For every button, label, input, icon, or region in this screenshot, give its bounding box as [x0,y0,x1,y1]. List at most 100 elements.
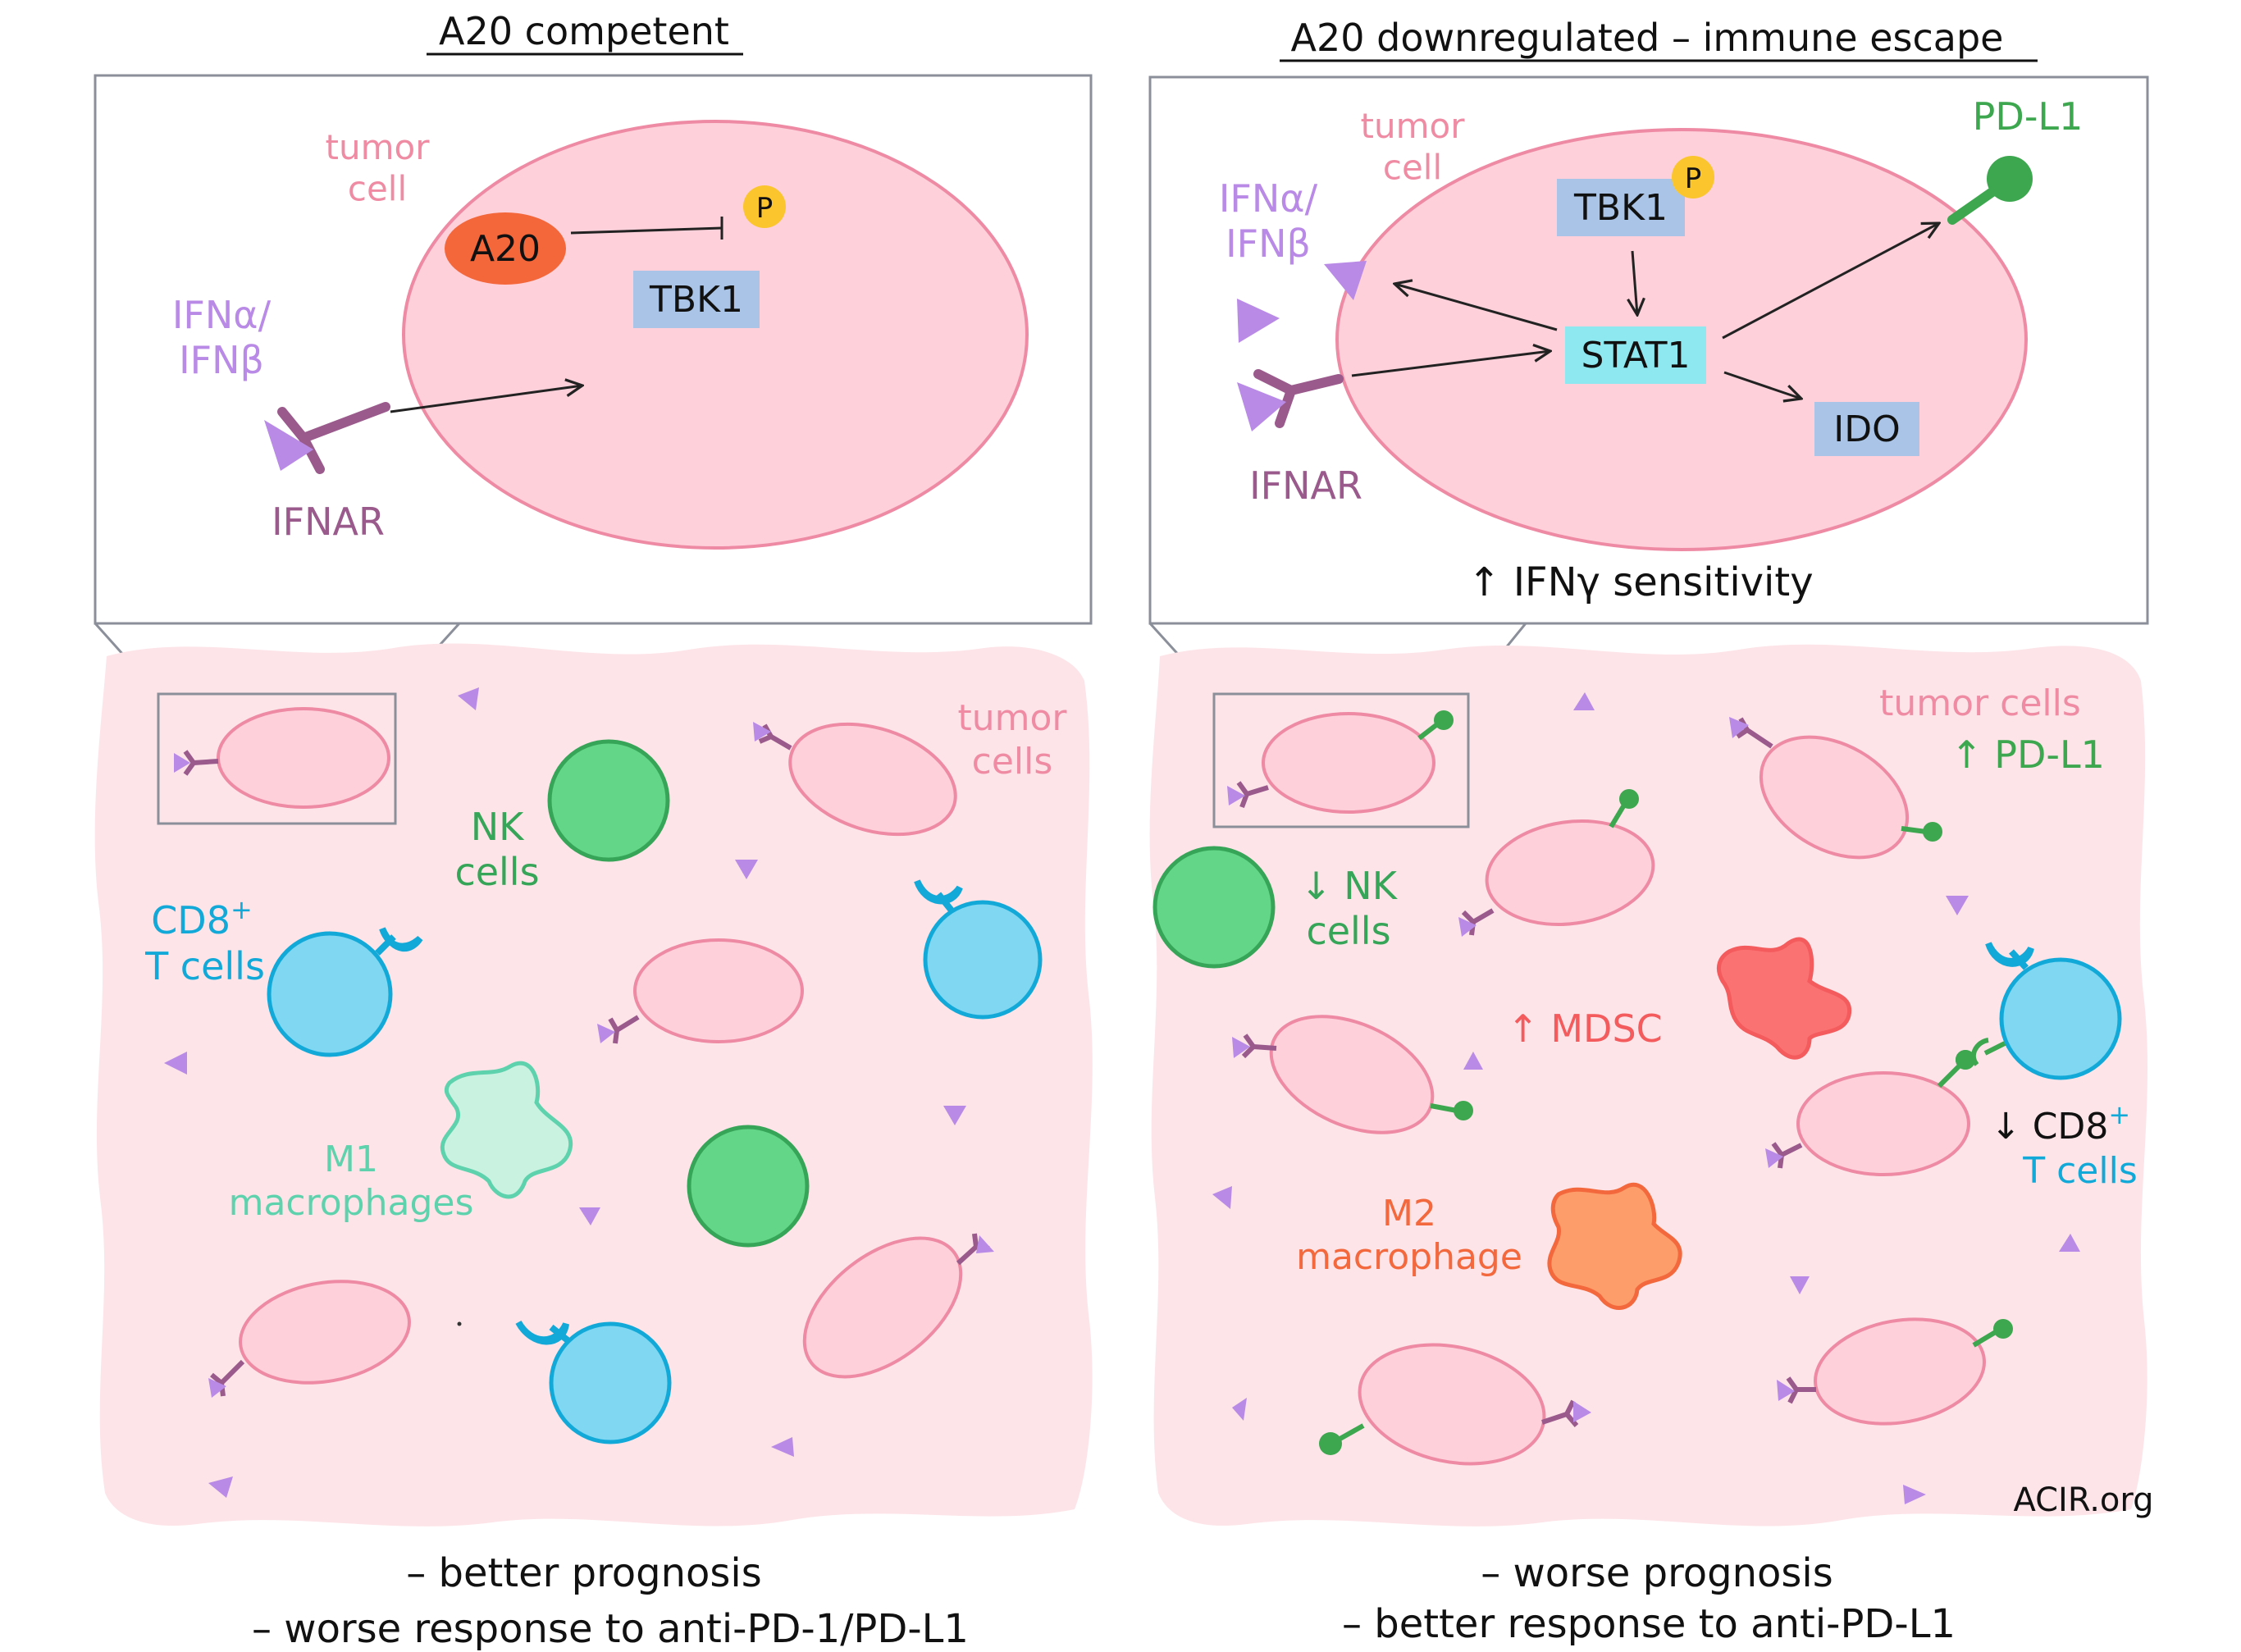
right-tbk1-box [1557,179,1685,236]
label-line: cell [1383,147,1442,187]
label-line: cell [348,168,407,208]
left-cd8-t-cell-1 [267,927,423,1057]
right-nk-cell [1152,846,1276,969]
right-phospho-icon [1672,156,1714,199]
right-tumor-cell-7 [1319,1343,1591,1466]
right-cd8-sup: + [2108,1099,2130,1130]
label-line: IFNα/ [1219,176,1318,221]
left-outcome-1: – better prognosis [406,1550,762,1596]
right-cd8-main: ↓ CD8 [1991,1106,2108,1148]
left-title: A20 competent [439,9,729,53]
label-line: NK [471,805,525,849]
left-cd8-main: CD8 [151,898,230,942]
right-zoom-ifn-ligand-icon [1237,382,1286,431]
right-ifn-ligand-a [1324,261,1367,300]
label-line: ↓ NK [1300,864,1399,908]
right-phospho-label: P [1685,162,1702,195]
left-dot [457,1321,462,1326]
left-cd8-sublabel: T cells [144,944,265,988]
label-line: IFNβ [1225,221,1311,266]
left-tumor-cell-5 [802,1233,994,1379]
right-ifn-ligand-b [1237,299,1280,343]
mdsc-label: ↑ MDSC [1507,1006,1663,1051]
right-tumor-cell-2 [1458,789,1655,937]
ido-label: IDO [1833,408,1901,450]
left-tumor-cell-1 [174,707,390,809]
left-zoom-ifn-ligand-icon [264,420,313,471]
label-line: cells [1306,909,1390,953]
left-cd8-t-cell-3 [515,1320,672,1444]
right-selected-cell-box [1212,692,1470,828]
right-cd8-t-cell [1956,942,2122,1080]
a20-label: A20 [470,228,541,270]
label-line: IFNα/ [172,293,272,337]
left-cd8-sup: + [230,894,253,925]
left-outcome-2: – worse response to anti-PD-1/PD-L1 [252,1606,969,1652]
left-m1-macrophage [440,1061,573,1199]
left-tbk1-box [633,271,760,328]
left-tumor-cell-4 [208,1280,411,1398]
a20-inhibition-line [570,226,723,235]
label-line: M2 [1382,1193,1436,1234]
right-tumor-cells-label: tumor cells [1879,682,2081,724]
left-ifn-label: IFNα/IFNβ [172,293,272,382]
a20-protein [445,212,566,285]
stat1-label: STAT1 [1581,335,1691,376]
left-zoom-tumor-cell [402,120,1029,550]
ifng-sensitivity-label: ↑ IFNγ sensitivity [1467,559,1813,605]
right-ifn-ligands [1212,692,2080,1504]
right-outcome-1: – worse prognosis [1481,1550,1833,1596]
right-tumor-cell-1 [1227,710,1454,814]
left-nk-cell-2 [687,1125,810,1248]
right-ifnar-label: IFNAR [1249,463,1362,508]
left-nk-cell-1 [547,739,670,862]
label-line: tumor [957,697,1067,739]
left-tumor-cell-2 [753,722,957,837]
right-tbk1-label: TBK1 [1573,187,1668,229]
right-tumor-cell-4 [1232,1015,1473,1134]
stat1-box [1565,326,1706,384]
label-line: tumor [326,127,431,167]
m2-macrophage [1547,1183,1682,1310]
label-line: cells [972,741,1053,783]
right-outcome-2: – better response to anti-PD-L1 [1342,1601,1956,1647]
right-pdl1-up-label: ↑ PD-L1 [1951,732,2105,777]
right-zoom-pdl1-head [1987,156,2033,202]
right-ifn-label: IFNα/IFNβ [1219,176,1318,266]
right-tumor-cell-6 [1777,1317,2013,1426]
right-title: A20 downregulated – immune escape [1291,16,2004,60]
left-tbk1-label: TBK1 [649,279,743,321]
label-line: M1 [324,1139,378,1180]
ido-box [1814,402,1919,456]
label-line: macrophage [1296,1236,1522,1278]
label-line: tumor [1361,106,1466,146]
left-cd8-label: CD8+ [151,894,253,942]
left-tumor-cell-3 [597,938,804,1044]
left-ifn-ligands [164,687,966,1498]
label-line: IFNβ [179,338,264,382]
left-zoom-ifnar [277,402,390,474]
right-cd8-sublabel: T cells [2022,1150,2138,1192]
left-selected-cell-box [157,692,397,825]
left-cd8-t-cell-2 [914,879,1043,1020]
left-ifnar-label: IFNAR [272,500,385,544]
right-zoom-ifnar [1253,369,1344,428]
mdsc-cell [1717,937,1852,1060]
left-phospho-icon [743,185,786,228]
right-cd8-label: ↓ CD8+ [1991,1099,2130,1148]
right-pdl1-label: PD-L1 [1973,94,2084,139]
right-tumor-cell-3 [1729,717,1942,860]
label-line: cells [454,850,539,894]
right-pathway-arrows [1351,223,1939,399]
acir-source: ACIR.org [2013,1481,2153,1519]
